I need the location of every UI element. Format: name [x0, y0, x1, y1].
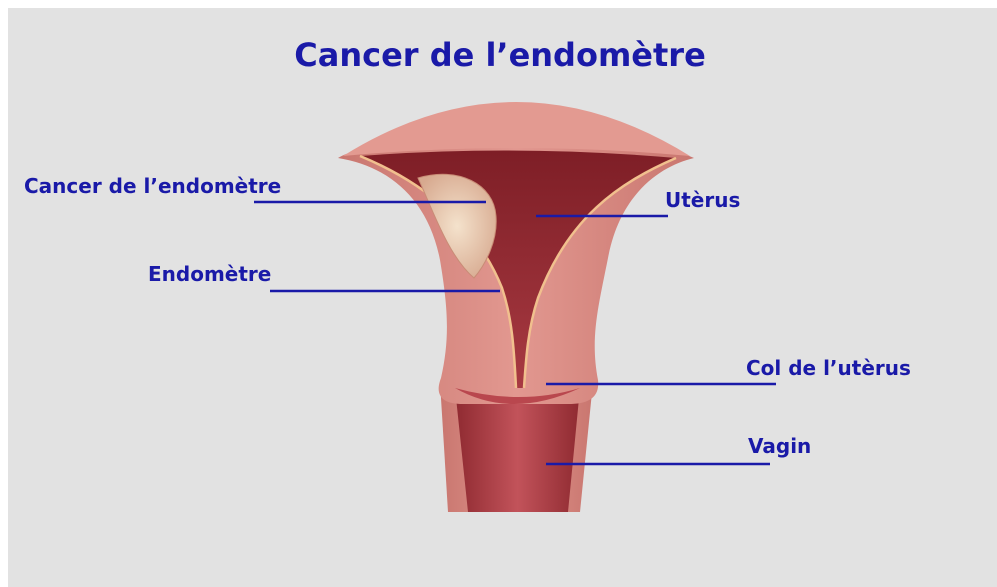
- label-cancer-endometre: Cancer de l’endomètre: [24, 174, 281, 198]
- label-vagin: Vagin: [748, 434, 811, 458]
- diagram-canvas: Cancer de l’endomètre: [8, 8, 997, 587]
- label-col-uterus: Col de l’utèrus: [746, 356, 911, 380]
- uterus-fundus: [343, 102, 690, 156]
- label-endometre: Endomètre: [148, 262, 271, 286]
- vagina-canal: [455, 388, 580, 512]
- uterus-illustration: [8, 8, 997, 587]
- label-uterus: Utèrus: [665, 188, 740, 212]
